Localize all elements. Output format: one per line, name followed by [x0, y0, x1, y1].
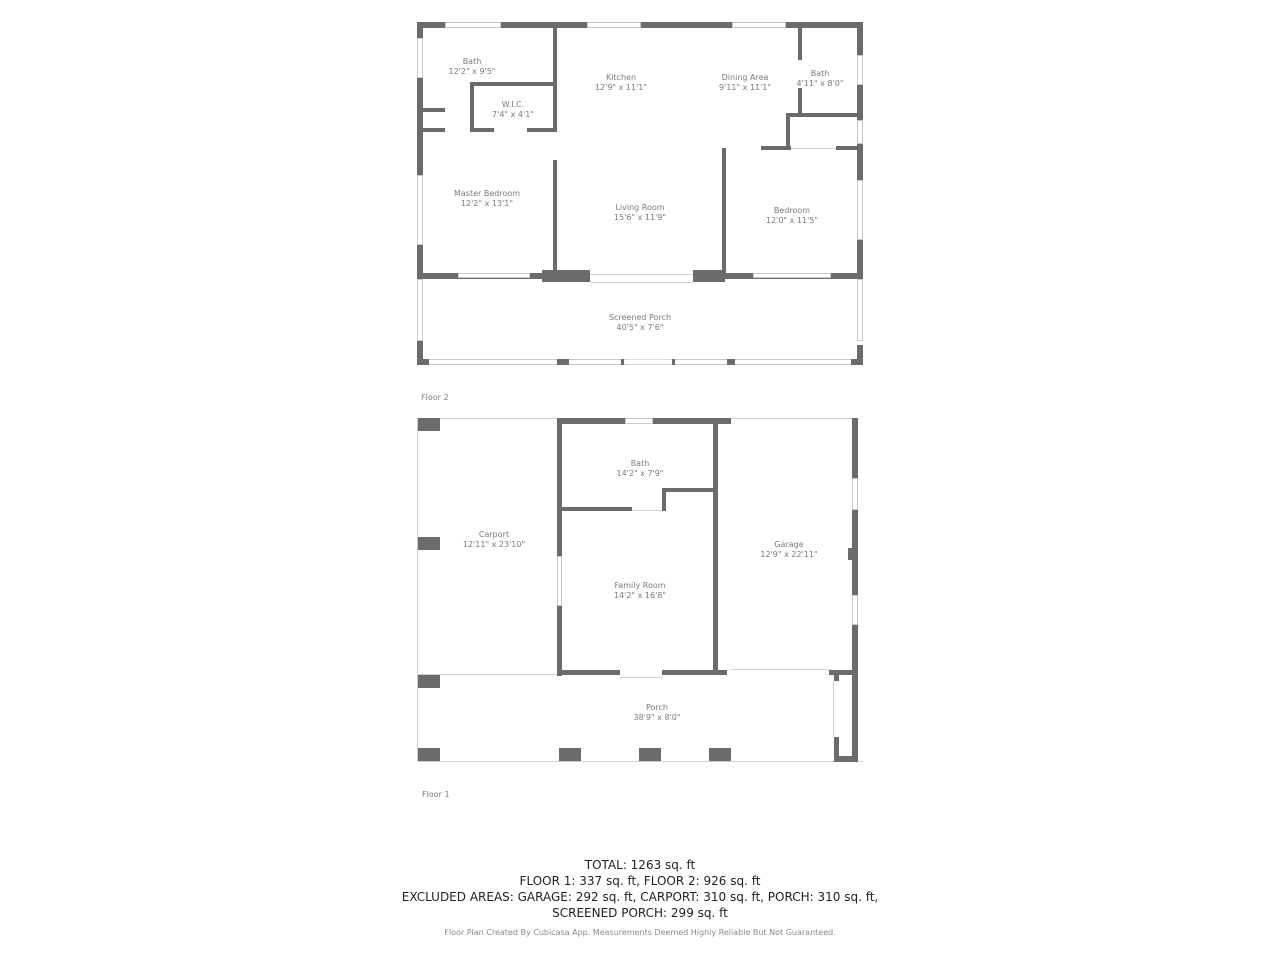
- wall: [786, 113, 790, 149]
- window: [587, 22, 641, 28]
- window: [852, 478, 858, 510]
- floor-1-label: Floor 1: [422, 790, 450, 799]
- disclaimer: Floor Plan Created By Cubicasa App. Meas…: [444, 928, 836, 937]
- door-opening: [620, 677, 662, 678]
- area-summary: TOTAL: 1263 sq. ft FLOOR 1: 337 sq. ft, …: [0, 857, 1280, 921]
- outline: [417, 418, 559, 419]
- window: [625, 418, 653, 424]
- post: [672, 359, 675, 365]
- wall: [798, 22, 802, 60]
- wall: [557, 418, 562, 676]
- outline: [417, 674, 559, 675]
- outline: [417, 418, 418, 762]
- wall: [722, 148, 726, 278]
- opening: [791, 148, 836, 149]
- room-label-wic: W.I.C.7'4" x 4'1": [492, 100, 534, 119]
- wall: [761, 146, 791, 150]
- wall: [786, 113, 863, 117]
- window: [732, 22, 786, 28]
- window: [417, 175, 423, 245]
- wall: [557, 670, 620, 675]
- window: [458, 273, 530, 278]
- post: [639, 748, 661, 761]
- window: [857, 55, 863, 85]
- floor-2-label: Floor 2: [421, 393, 449, 402]
- floor-areas: FLOOR 1: 337 sq. ft, FLOOR 2: 926 sq. ft: [519, 874, 761, 888]
- wall: [470, 82, 474, 132]
- wall: [852, 418, 858, 762]
- screen: [857, 279, 863, 341]
- wall: [834, 670, 839, 681]
- door-opening: [632, 510, 666, 511]
- window: [445, 22, 501, 28]
- post: [418, 418, 440, 431]
- post: [418, 675, 440, 688]
- wall: [417, 128, 445, 132]
- excluded-areas-continued: SCREENED PORCH: 299 sq. ft: [552, 906, 728, 920]
- wall: [553, 160, 557, 278]
- wall: [470, 82, 557, 86]
- post: [559, 748, 581, 761]
- wall: [417, 22, 423, 278]
- wall: [829, 670, 858, 675]
- wall: [666, 488, 718, 492]
- wall: [834, 756, 858, 762]
- wall: [417, 341, 423, 365]
- window: [852, 595, 858, 625]
- window: [417, 38, 423, 78]
- total-area: TOTAL: 1263 sq. ft: [584, 858, 696, 872]
- outline: [731, 669, 831, 670]
- wall: [857, 345, 863, 365]
- wall: [834, 737, 839, 762]
- post: [709, 748, 731, 761]
- post: [557, 359, 569, 365]
- wall: [557, 507, 632, 511]
- garage-door: [731, 418, 856, 419]
- pillar: [542, 270, 590, 282]
- wall: [470, 128, 494, 132]
- window: [557, 556, 562, 606]
- wall: [553, 22, 557, 132]
- post: [417, 359, 429, 365]
- outline: [417, 761, 863, 762]
- window: [857, 120, 863, 144]
- excluded-areas: EXCLUDED AREAS: GARAGE: 292 sq. ft, CARP…: [401, 890, 879, 904]
- door-opening: [626, 359, 671, 365]
- opening: [833, 681, 834, 737]
- post: [621, 359, 624, 365]
- post: [418, 748, 440, 761]
- wall: [857, 22, 863, 278]
- window: [753, 273, 831, 278]
- wall: [527, 128, 557, 132]
- post: [848, 548, 858, 560]
- wall: [417, 108, 445, 112]
- screen: [417, 279, 423, 341]
- wall: [662, 670, 727, 675]
- post: [851, 359, 863, 365]
- wall: [836, 146, 863, 150]
- post: [418, 537, 440, 550]
- window: [857, 180, 863, 240]
- post: [727, 359, 735, 365]
- door-opening: [590, 282, 693, 283]
- wall: [798, 88, 802, 116]
- door-opening: [590, 274, 693, 275]
- pillar: [693, 270, 725, 282]
- wall: [713, 418, 718, 674]
- wall: [662, 488, 666, 511]
